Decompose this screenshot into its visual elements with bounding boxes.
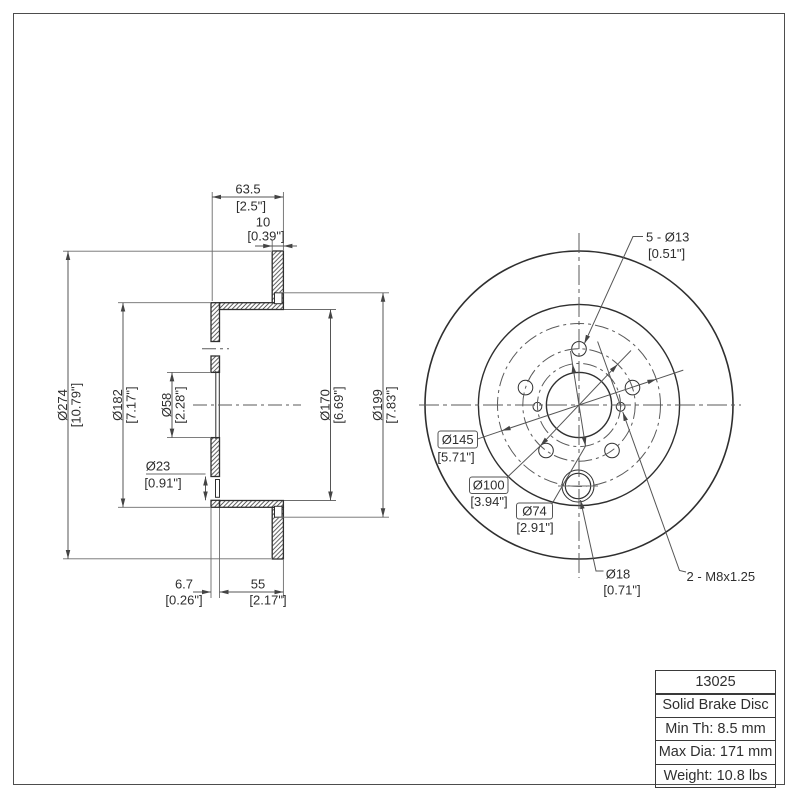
dim-hat-depth-in: [2.17"] xyxy=(249,593,286,608)
dim-hat-diameter-in: [7.17"] xyxy=(124,386,139,423)
bolt-circle-frame xyxy=(437,430,478,449)
hub-face-mid-upper xyxy=(210,355,221,374)
mount-circle-frame xyxy=(469,476,509,494)
drawing-border-frame xyxy=(13,13,785,785)
front-centerlines xyxy=(419,233,741,578)
dim-center-bore-in: [2.28"] xyxy=(173,386,188,423)
dim-wall-offset-in: [0.26"] xyxy=(165,593,202,608)
dim-hat-depth-mm: 55 xyxy=(251,577,265,592)
dim-access-hole-mm: Ø18 xyxy=(606,567,631,582)
hub-face-lower xyxy=(210,499,221,508)
dim-step-diameter-mm: Ø199 xyxy=(370,389,385,421)
dim-center-bore-mm: Ø58 xyxy=(159,393,174,418)
dim-access-hole-in: [0.71"] xyxy=(603,583,640,598)
hat-wall-top xyxy=(218,302,285,311)
dim-thread-spec: 2 - M8x1.25 xyxy=(687,569,756,584)
section-material xyxy=(210,250,285,560)
dim-bolt-circle-mm: Ø145 xyxy=(442,432,474,447)
dim-total-width-in: [2.5"] xyxy=(236,199,266,214)
dim-mount-circle-mm: Ø100 xyxy=(473,478,505,493)
dim-total-width-mm: 63.5 xyxy=(235,182,260,197)
front-view: Ø145 [5.71"] Ø100 [3.94"] Ø74 [2.91"] 5 … xyxy=(419,230,755,598)
hat-wall-bottom xyxy=(218,499,285,508)
weight-cell: Weight: 10.8 lbs xyxy=(655,763,776,789)
section-dimension-labels: Ø274 [10.79"] Ø182 [7.17"] Ø58 [2.28"] Ø… xyxy=(55,182,399,608)
dim-inner-diameter-in: [6.69"] xyxy=(331,386,346,423)
counterbore-step xyxy=(215,479,220,498)
dim-inner-circle-mm: Ø74 xyxy=(522,504,547,519)
dim-inner-diameter-mm: Ø170 xyxy=(318,389,333,421)
front-dimension-labels: Ø145 [5.71"] Ø100 [3.94"] Ø74 [2.91"] 5 … xyxy=(437,230,755,598)
dim-wall-offset-mm: 6.7 xyxy=(175,577,193,592)
dim-mount-circle-in: [3.94"] xyxy=(470,494,507,509)
dim-bolt-circle-in: [5.71"] xyxy=(437,450,474,465)
dim-disc-thickness-in: [0.39"] xyxy=(247,229,284,244)
hub-face-mid-lower xyxy=(210,436,221,478)
min-thickness-cell: Min Th: 8.5 mm xyxy=(655,716,776,742)
part-info-table: 13025 Solid Brake Disc Min Th: 8.5 mm Ma… xyxy=(655,670,776,789)
section-view: Ø274 [10.79"] Ø182 [7.17"] Ø58 [2.28"] Ø… xyxy=(55,182,399,608)
max-diameter-cell: Max Dia: 171 mm xyxy=(655,740,776,765)
part-number-cell: 13025 xyxy=(655,670,776,695)
dim-step-diameter-in: [7.83"] xyxy=(384,386,399,423)
front-dimension-lines xyxy=(476,236,687,573)
step-notch-top xyxy=(274,292,283,305)
section-dimension-lines xyxy=(65,194,386,595)
section-centerlines xyxy=(193,348,301,406)
step-notch-bottom xyxy=(274,505,283,518)
dim-bolt-holes-in: [0.51"] xyxy=(648,246,685,261)
dim-hub-hole-in: [0.91"] xyxy=(144,476,181,491)
dim-hat-diameter-mm: Ø182 xyxy=(110,389,125,421)
dim-outer-diameter-mm: Ø274 xyxy=(55,389,70,421)
dim-hub-hole-mm: Ø23 xyxy=(146,459,171,474)
inner-circle-frame xyxy=(516,502,553,520)
dim-inner-circle-in: [2.91"] xyxy=(516,520,553,535)
dim-disc-thickness-mm: 10 xyxy=(256,215,270,230)
dim-bolt-holes-mm: 5 - Ø13 xyxy=(646,230,689,245)
part-type-cell: Solid Brake Disc xyxy=(655,693,776,718)
hub-face-upper xyxy=(210,302,221,343)
dim-outer-diameter-in: [10.79"] xyxy=(69,383,84,427)
